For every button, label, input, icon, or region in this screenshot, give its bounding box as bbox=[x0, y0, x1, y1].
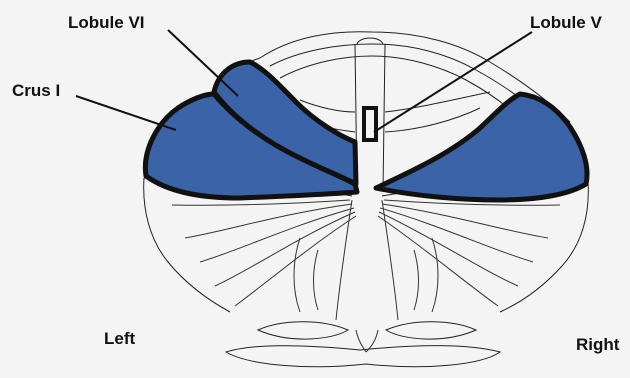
lobule-v-label: Lobule V bbox=[530, 13, 602, 32]
highlighted-regions bbox=[145, 62, 587, 200]
crus-i-leader bbox=[76, 96, 176, 130]
right-label: Right bbox=[576, 335, 620, 354]
lower-outline bbox=[144, 177, 589, 367]
crus-i-label: Crus I bbox=[12, 81, 60, 100]
lobule-v-marker bbox=[364, 108, 376, 140]
left-label: Left bbox=[104, 329, 136, 348]
lobule-vi-label: Lobule VI bbox=[68, 13, 145, 32]
lobule-vi-leader bbox=[168, 30, 238, 96]
